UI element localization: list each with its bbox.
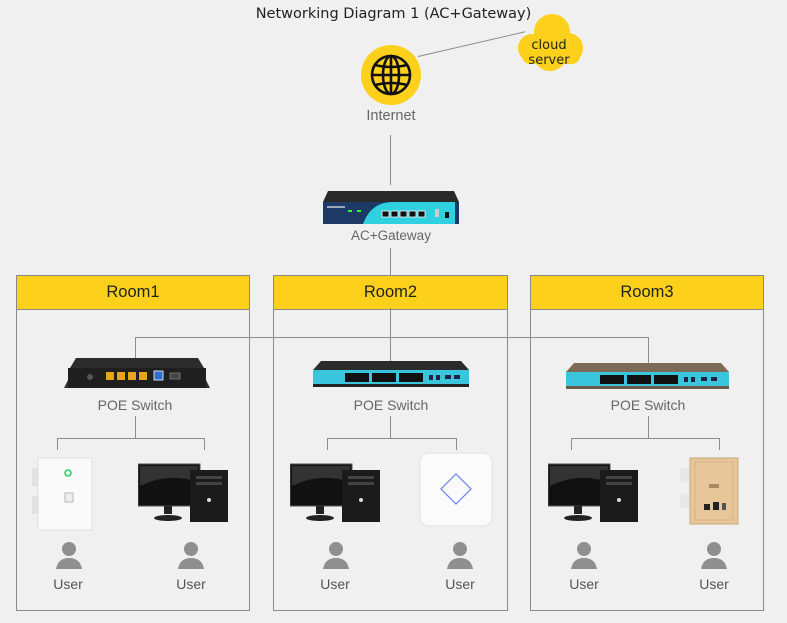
room-1-wall-panel-ap[interactable] [32, 456, 94, 532]
room-2-ceiling-ap[interactable] [419, 452, 493, 527]
cloud-server-label: cloud server [528, 38, 570, 68]
internet-gateway-link [390, 135, 391, 185]
internet-label: Internet [366, 108, 416, 124]
cloud-icon [518, 14, 583, 71]
ceiling-ap-icon [419, 452, 493, 527]
user-icon [55, 541, 83, 569]
room-3-branch-right [719, 438, 720, 450]
room-1-switch-label: POE Switch [97, 397, 173, 413]
room-1-poe-switch[interactable] [64, 356, 210, 390]
room3-switch-drop [648, 337, 649, 363]
room-2-branch-bar [327, 438, 457, 439]
user-label: User [445, 576, 475, 592]
user-label: User [569, 576, 599, 592]
room-1-branch-stem [135, 416, 136, 438]
room-3-branch-left [571, 438, 572, 450]
room-1-desktop-computer[interactable] [138, 462, 230, 524]
room-3-frame: Room3 [530, 275, 764, 611]
poe-switch-24port-icon [566, 363, 729, 389]
poe-switch-24port-icon [313, 361, 469, 387]
room-2-switch-label: POE Switch [353, 397, 429, 413]
room-1-branch-bar [57, 438, 205, 439]
user-icon [177, 541, 205, 569]
room1-switch-drop [135, 337, 136, 363]
room-3-branch-bar [571, 438, 719, 439]
user-label: User [699, 576, 729, 592]
room-3-switch-label: POE Switch [610, 397, 686, 413]
ac-gateway-device[interactable] [323, 188, 459, 225]
user-label: User [53, 576, 83, 592]
user-icon [700, 541, 728, 569]
room-2-header: Room2 [274, 276, 507, 310]
wall-panel-ap-gold-icon [680, 457, 739, 525]
room-1-frame: Room1 [16, 275, 250, 611]
desktop-computer-icon [290, 463, 380, 522]
room-2-branch-right [456, 438, 457, 450]
gateway-label: AC+Gateway [351, 228, 431, 243]
cloud-server-node[interactable]: cloud server [510, 8, 588, 74]
room-1-branch-left [57, 438, 58, 450]
room-3-branch-stem [648, 416, 649, 438]
diagram-title: Networking Diagram 1 (AC+Gateway) [255, 6, 532, 22]
poe-switch-small-icon [64, 358, 210, 388]
user-label: User [176, 576, 206, 592]
room-3-poe-switch[interactable] [566, 362, 729, 390]
room-3-header: Room3 [531, 276, 763, 310]
room2-switch-drop [390, 308, 391, 363]
globe-icon [361, 45, 421, 105]
room-2-branch-left [327, 438, 328, 450]
desktop-computer-icon [548, 463, 638, 522]
trunk-overlay [135, 337, 649, 338]
room-2-poe-switch[interactable] [313, 360, 469, 388]
room-3-wall-panel-ap-gold[interactable] [680, 456, 742, 528]
room-3-desktop-computer[interactable] [548, 462, 640, 524]
internet-node[interactable] [361, 45, 421, 105]
room-2-frame: Room2 [273, 275, 508, 611]
room-2-branch-stem [390, 416, 391, 438]
user-icon [446, 541, 474, 569]
user-label: User [320, 576, 350, 592]
room-1-branch-right [204, 438, 205, 450]
desktop-computer-icon [138, 463, 228, 522]
room-1-header: Room1 [17, 276, 249, 310]
wall-panel-ap-icon [32, 457, 93, 531]
user-icon [570, 541, 598, 569]
room-2-desktop-computer[interactable] [290, 462, 382, 524]
gateway-router-icon [323, 191, 459, 224]
user-icon [322, 541, 350, 569]
